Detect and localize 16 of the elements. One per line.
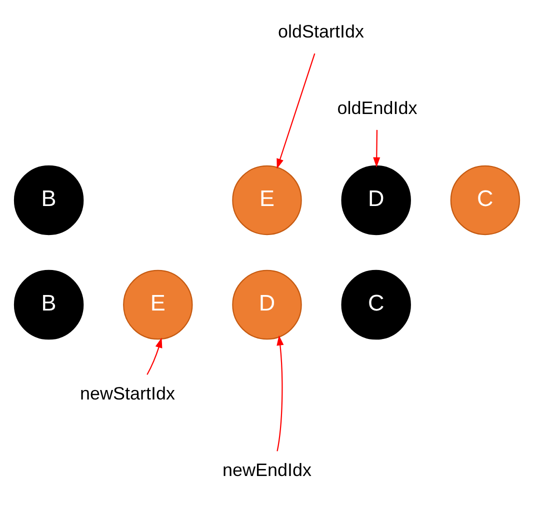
arrow [146, 338, 162, 375]
node-circle: E [232, 165, 302, 236]
node-circle: B [14, 165, 84, 236]
node-circle: D [232, 270, 302, 340]
arrow [276, 53, 316, 169]
arrow [276, 335, 284, 452]
node-circle: B [14, 270, 84, 340]
node-circle: C [341, 270, 411, 340]
arrow [373, 130, 380, 168]
node-circle: D [341, 165, 411, 236]
node-text: newStartIdx [80, 384, 176, 404]
node-circle: C [450, 165, 520, 236]
node-circle: E [123, 270, 193, 340]
node-text: newEndIdx [222, 460, 312, 480]
node-text: oldEndIdx [337, 98, 418, 118]
node-text: oldStartIdx [278, 21, 364, 42]
